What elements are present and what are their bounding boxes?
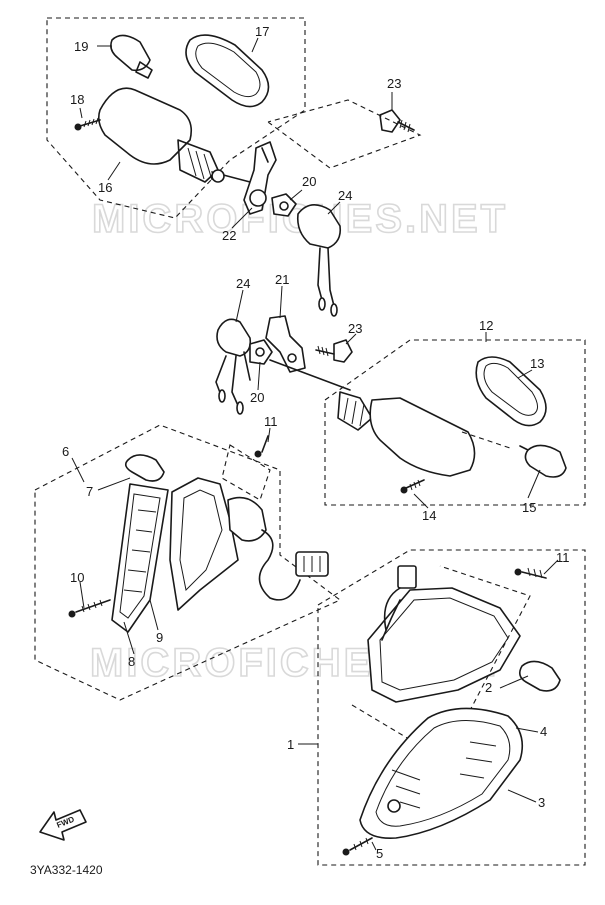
screw-5 <box>342 837 373 856</box>
mount-shaft <box>269 359 351 391</box>
callout-14: 14 <box>422 508 436 523</box>
callout-13: 13 <box>530 356 544 371</box>
lens-13 <box>475 356 547 427</box>
leader-lines <box>71 37 559 851</box>
callout-24-lower: 24 <box>236 276 250 291</box>
screw-11-right <box>514 567 547 579</box>
dashed-guide-left <box>221 444 271 501</box>
callout-20-upper: 20 <box>302 174 316 189</box>
callout-22: 22 <box>222 228 236 243</box>
callout-18: 18 <box>70 92 84 107</box>
group-outline-6 <box>34 424 342 701</box>
bulb-2 <box>518 660 561 692</box>
callout-4: 4 <box>540 724 547 739</box>
callout-21: 21 <box>275 272 289 287</box>
diagram-code: 3YA332-1420 <box>30 863 103 877</box>
callout-23-middle: 23 <box>348 321 362 336</box>
callout-6: 6 <box>62 444 69 459</box>
callout-17: 17 <box>255 24 269 39</box>
callout-11-left: 11 <box>264 414 278 429</box>
callout-16: 16 <box>98 180 112 195</box>
dashed-guide-upper <box>267 99 422 169</box>
turn-signal-assembly-rear-left <box>74 34 270 183</box>
housing-9 <box>169 477 239 611</box>
callout-8: 8 <box>128 654 135 669</box>
callout-15: 15 <box>522 500 536 515</box>
callout-labels: 19 17 18 16 23 20 24 22 24 21 23 20 12 1… <box>62 24 570 861</box>
lens-17 <box>185 34 270 108</box>
callout-12: 12 <box>479 318 493 333</box>
screw-11-left <box>254 435 269 458</box>
socket-wire-24-lower <box>215 318 252 415</box>
callout-9: 9 <box>156 630 163 645</box>
bulb-15 <box>519 444 567 478</box>
bolt-23-middle <box>315 339 353 363</box>
callout-1: 1 <box>287 737 294 752</box>
callout-2: 2 <box>485 680 492 695</box>
callout-20-lower: 20 <box>250 390 264 405</box>
bracket-22 <box>243 141 277 215</box>
screw-14 <box>400 479 425 494</box>
turn-signal-assembly-front-right <box>337 356 567 494</box>
nut-20-lower <box>249 339 273 365</box>
bulb-19 <box>110 34 153 79</box>
housing-16 <box>98 87 251 183</box>
callout-3: 3 <box>538 795 545 810</box>
callout-19: 19 <box>74 39 88 54</box>
socket-wire-24-upper <box>296 204 342 317</box>
callout-24-upper: 24 <box>338 188 352 203</box>
forward-arrow-icon: FWD <box>39 809 87 841</box>
callout-10: 10 <box>70 570 84 585</box>
callout-7: 7 <box>86 484 93 499</box>
bolt-23-upper <box>379 109 415 133</box>
callout-5: 5 <box>376 846 383 861</box>
dashed-guide-right <box>351 565 531 761</box>
bulb-7 <box>124 454 165 482</box>
housing-2 <box>367 565 521 703</box>
housing-14 <box>369 397 476 477</box>
group-outline-12 <box>324 339 586 506</box>
screw-10 <box>68 599 111 618</box>
lens-8 <box>111 483 169 633</box>
socket-and-connector <box>227 496 329 601</box>
group-outline-16 <box>46 17 306 219</box>
callout-11-right: 11 <box>556 550 570 565</box>
screw-18 <box>74 117 101 131</box>
bracket-21 <box>265 315 306 373</box>
lens-3 <box>359 707 524 839</box>
callout-23-upper: 23 <box>387 76 401 91</box>
